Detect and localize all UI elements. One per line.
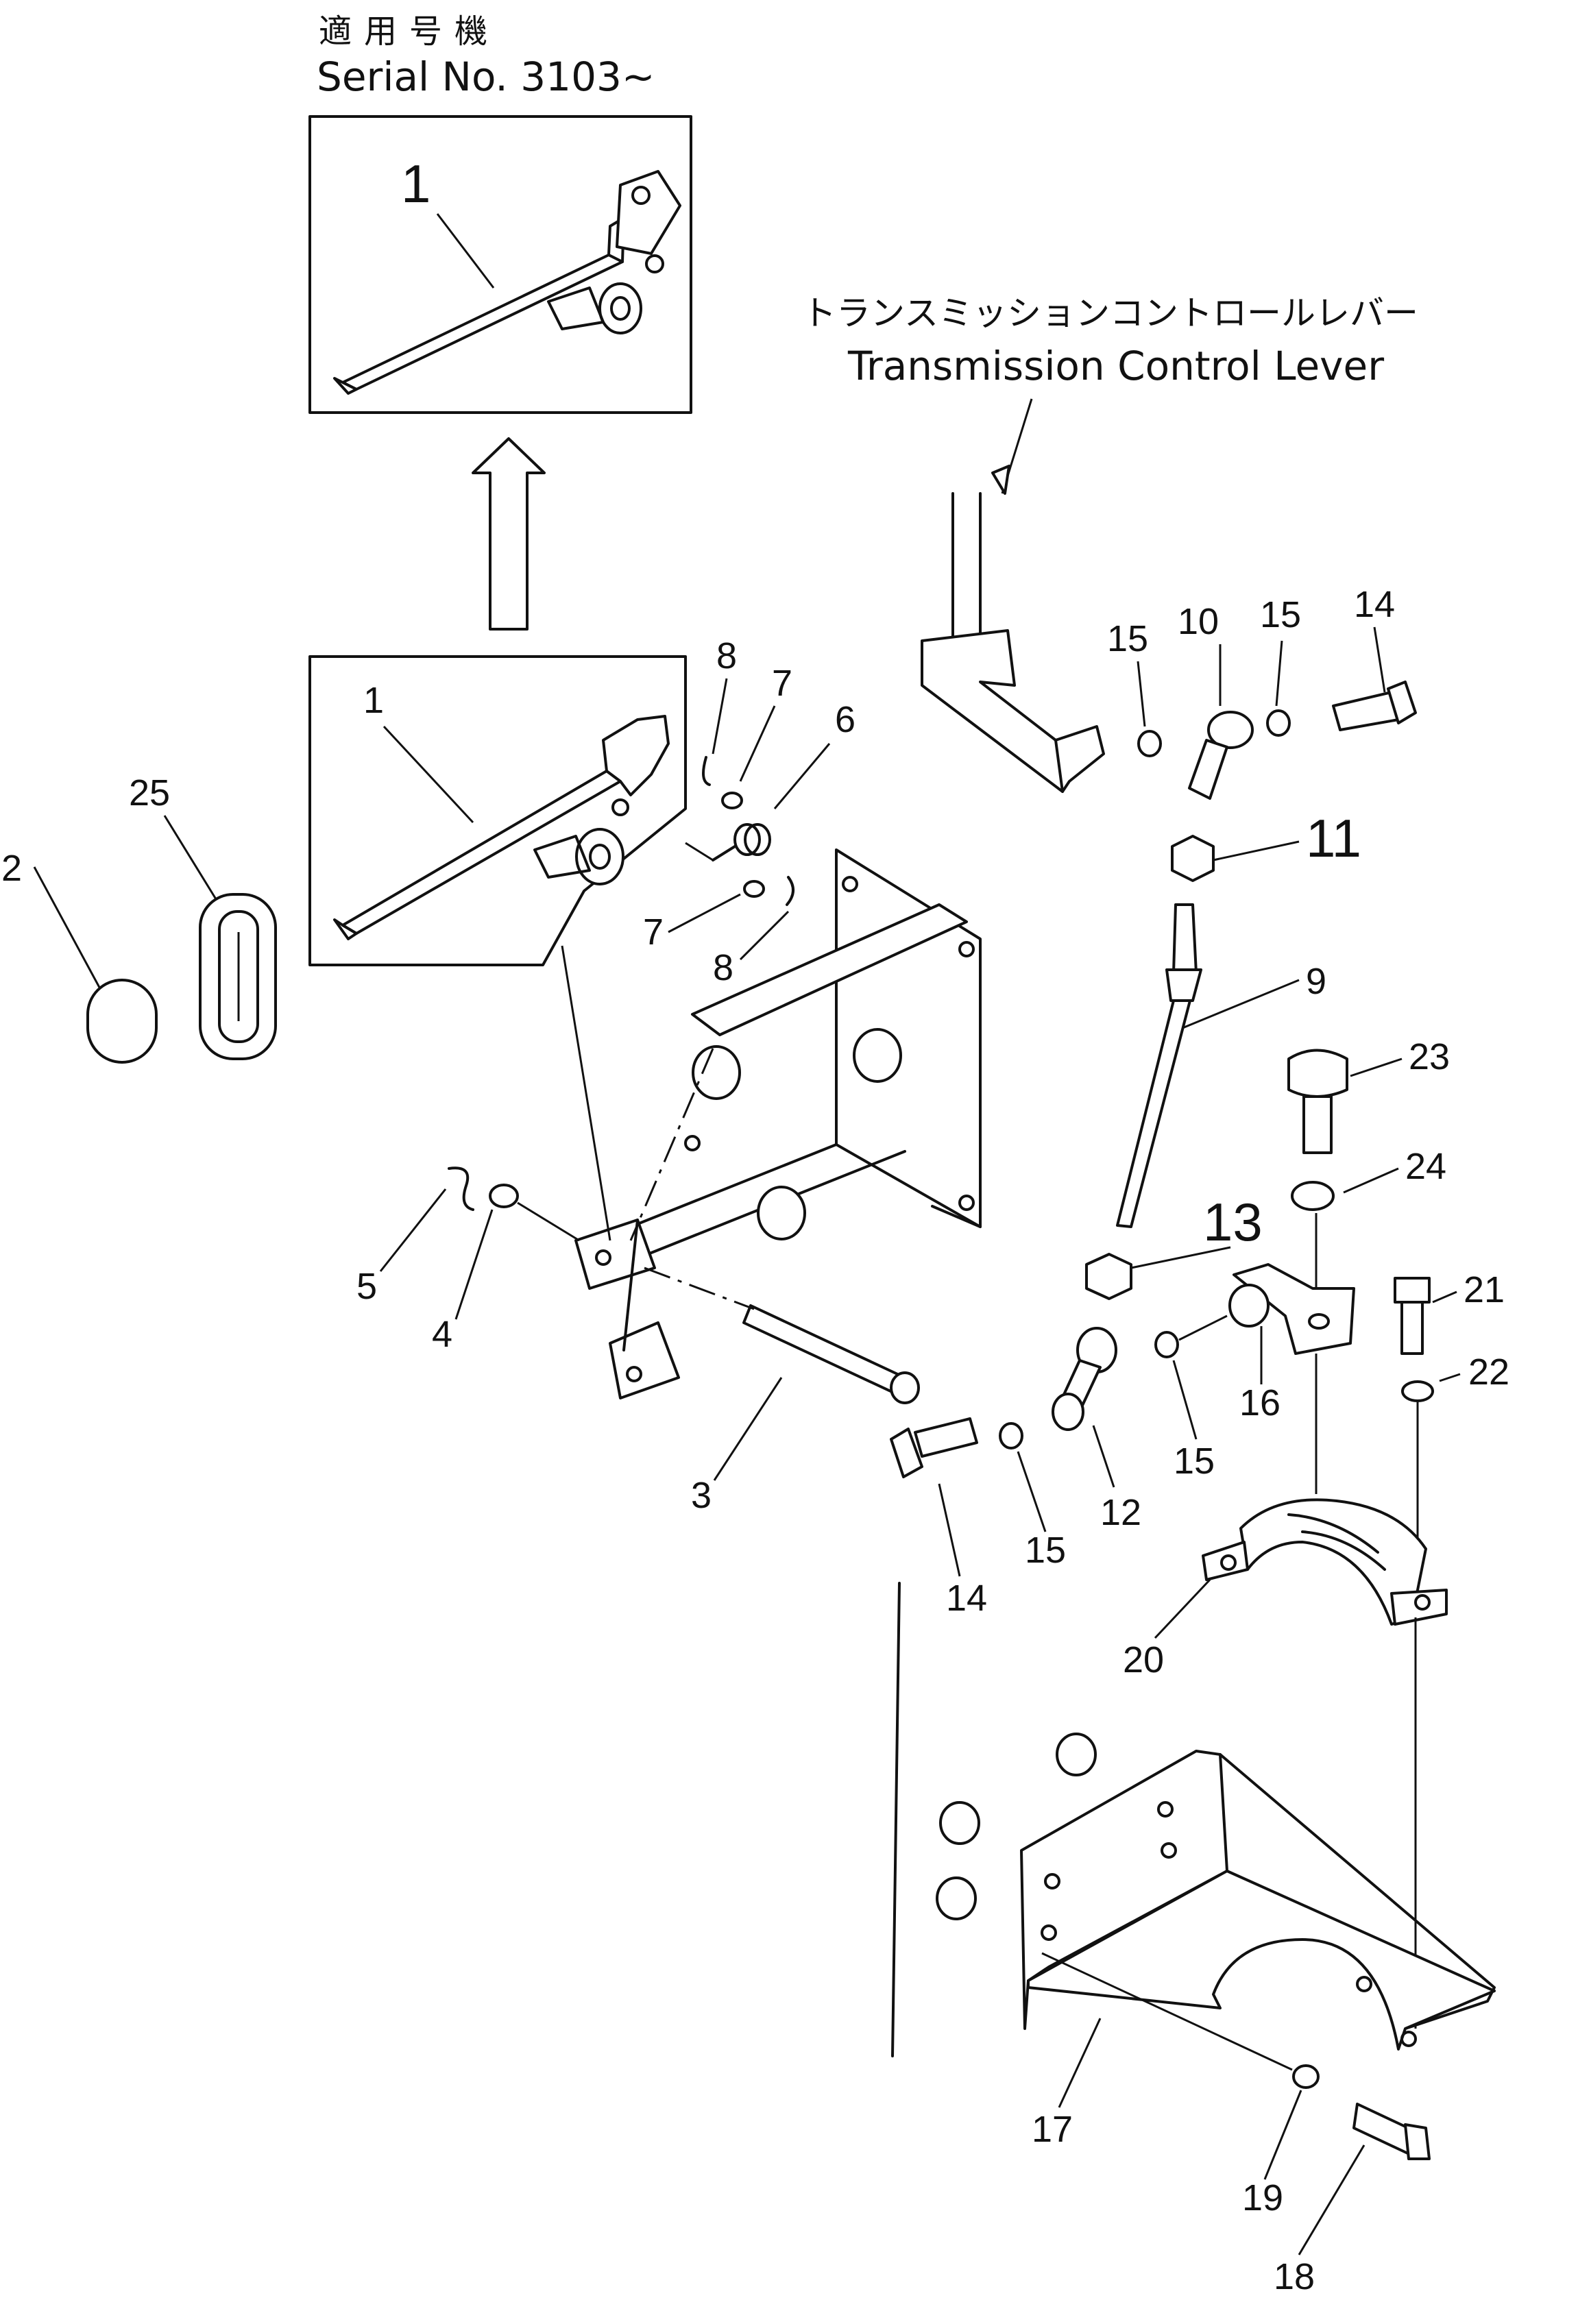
part-12-rod-end	[1052, 1327, 1117, 1431]
part-number-14: 14	[946, 1578, 987, 1619]
part-number-7: 7	[643, 912, 664, 953]
inset-main-lever: 1	[308, 655, 687, 966]
transmission-control-lever-en: Transmission Control Lever	[847, 343, 1384, 389]
part-14-bolt-top	[1332, 681, 1417, 731]
part-6-spring	[712, 823, 771, 861]
part-number-3: 3	[691, 1475, 712, 1516]
part-number-22: 22	[1468, 1351, 1509, 1393]
part-number-15-right: 15	[1174, 1441, 1215, 1482]
part-3-pin	[742, 1304, 920, 1404]
lower-lever-arm	[574, 1219, 680, 1399]
part-number-25: 25	[129, 772, 170, 814]
part-number-15-lower: 15	[1025, 1530, 1066, 1571]
part-number-1-top: 1	[401, 154, 430, 214]
part-number-8-top: 8	[716, 635, 737, 676]
part-18-bolt	[1352, 2103, 1431, 2160]
part-20-cover	[1202, 1498, 1448, 1626]
part-number-15-top-right: 15	[1260, 594, 1301, 635]
main-bracket-plate	[629, 848, 982, 1262]
part-number-18: 18	[1274, 2256, 1315, 2297]
transmission-control-lever	[921, 492, 1105, 793]
applicable-serial-jp: 適用号機	[319, 12, 500, 51]
part-number-12: 12	[1100, 1492, 1141, 1533]
arrow-up-icon	[472, 437, 546, 631]
part-number-23: 23	[1409, 1036, 1450, 1077]
part-number-21: 21	[1464, 1269, 1505, 1310]
part-number-10: 10	[1178, 601, 1219, 642]
transmission-control-lever-jp: トランスミッションコントロールレバー	[802, 293, 1418, 333]
part-number-19: 19	[1242, 2177, 1283, 2218]
part-number-13: 13	[1203, 1192, 1263, 1252]
part-number-15-top-left: 15	[1107, 618, 1148, 659]
part-17-base-frame	[936, 1733, 1496, 2051]
part-23-bolt	[1287, 1049, 1348, 1154]
part-number-1: 1	[363, 680, 384, 721]
part-number-20: 20	[1123, 1639, 1164, 1680]
part-number-17: 17	[1032, 2109, 1073, 2150]
part-number-14-top: 14	[1354, 584, 1395, 625]
part-number-5: 5	[356, 1266, 377, 1307]
part-number-11: 11	[1306, 808, 1361, 868]
part-16-bracket	[1228, 1263, 1355, 1355]
part-10-rod-end	[1188, 711, 1254, 800]
part-number-7-top: 7	[772, 663, 792, 704]
part-21-bolt	[1394, 1277, 1431, 1355]
part-14-bolt-lower	[890, 1417, 978, 1478]
part-number-4: 4	[432, 1314, 452, 1355]
serial-number-label: Serial No. 3103~	[317, 53, 655, 100]
part-number-9: 9	[1306, 961, 1326, 1002]
part-number-24: 24	[1405, 1146, 1446, 1187]
inset-serial-3103-variant: 1	[308, 115, 692, 414]
part-19-washer	[1292, 2064, 1320, 2089]
part-13-nut	[1085, 1253, 1132, 1300]
part-number-16: 16	[1239, 1382, 1280, 1423]
part-number-6: 6	[835, 699, 855, 740]
part-2-knob	[86, 979, 158, 1064]
part-9-link-rod	[1116, 903, 1202, 1228]
part-number-8: 8	[713, 947, 733, 988]
part-25-boot	[199, 893, 277, 1060]
part-number-2: 2	[1, 848, 22, 889]
part-11-nut	[1171, 835, 1215, 882]
